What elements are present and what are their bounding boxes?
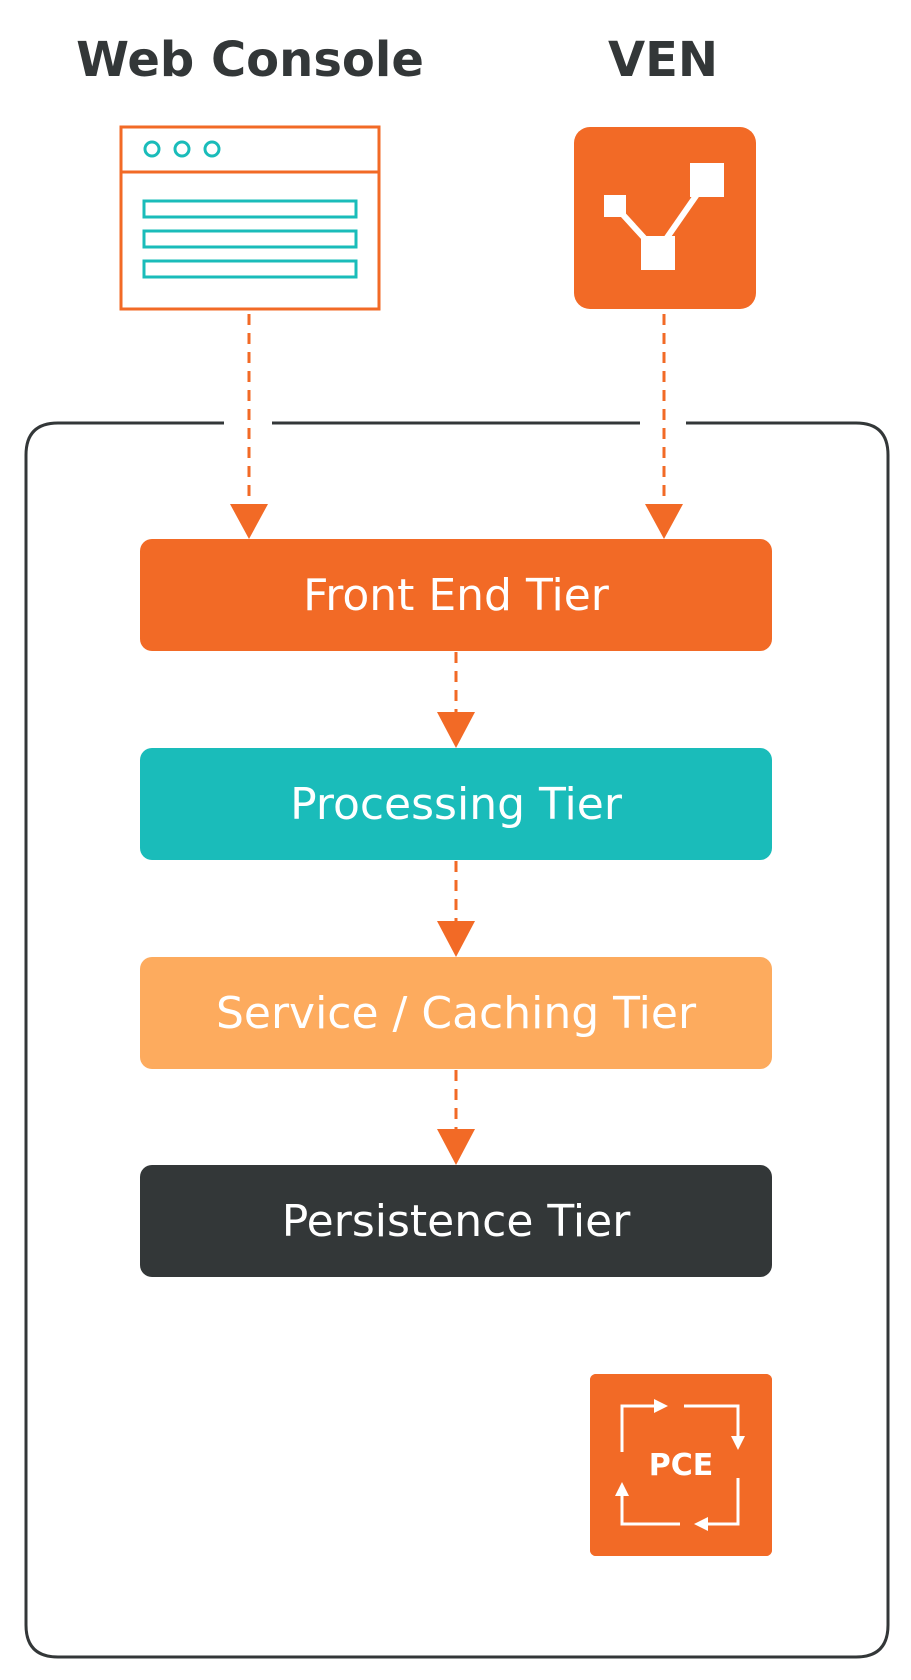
connector-ven-front-end (645, 314, 683, 539)
service-caching-tier: Service / Caching Tier (140, 957, 772, 1069)
pce-badge: PCE (590, 1374, 772, 1556)
service-caching-tier-label: Service / Caching Tier (215, 987, 697, 1039)
connector-front-end-processing (437, 652, 475, 748)
pce-cycle-icon (590, 1374, 772, 1556)
web-console-heading: Web Console (76, 32, 424, 88)
front-end-tier-label: Front End Tier (303, 569, 609, 621)
persistence-tier-label: Persistence Tier (281, 1195, 631, 1247)
processing-tier: Processing Tier (140, 748, 772, 860)
system-container (24, 421, 890, 1659)
ven-node-icon (574, 127, 756, 309)
connector-web-console-front-end (230, 314, 268, 539)
persistence-tier: Persistence Tier (140, 1165, 772, 1277)
front-end-tier: Front End Tier (140, 539, 772, 651)
processing-tier-label: Processing Tier (290, 778, 622, 830)
connector-service-persistence (437, 1070, 475, 1165)
ven-heading: VEN (607, 32, 719, 88)
pce-label: PCE (648, 1447, 714, 1483)
connector-processing-service (437, 861, 475, 957)
browser-window-icon (119, 125, 381, 311)
